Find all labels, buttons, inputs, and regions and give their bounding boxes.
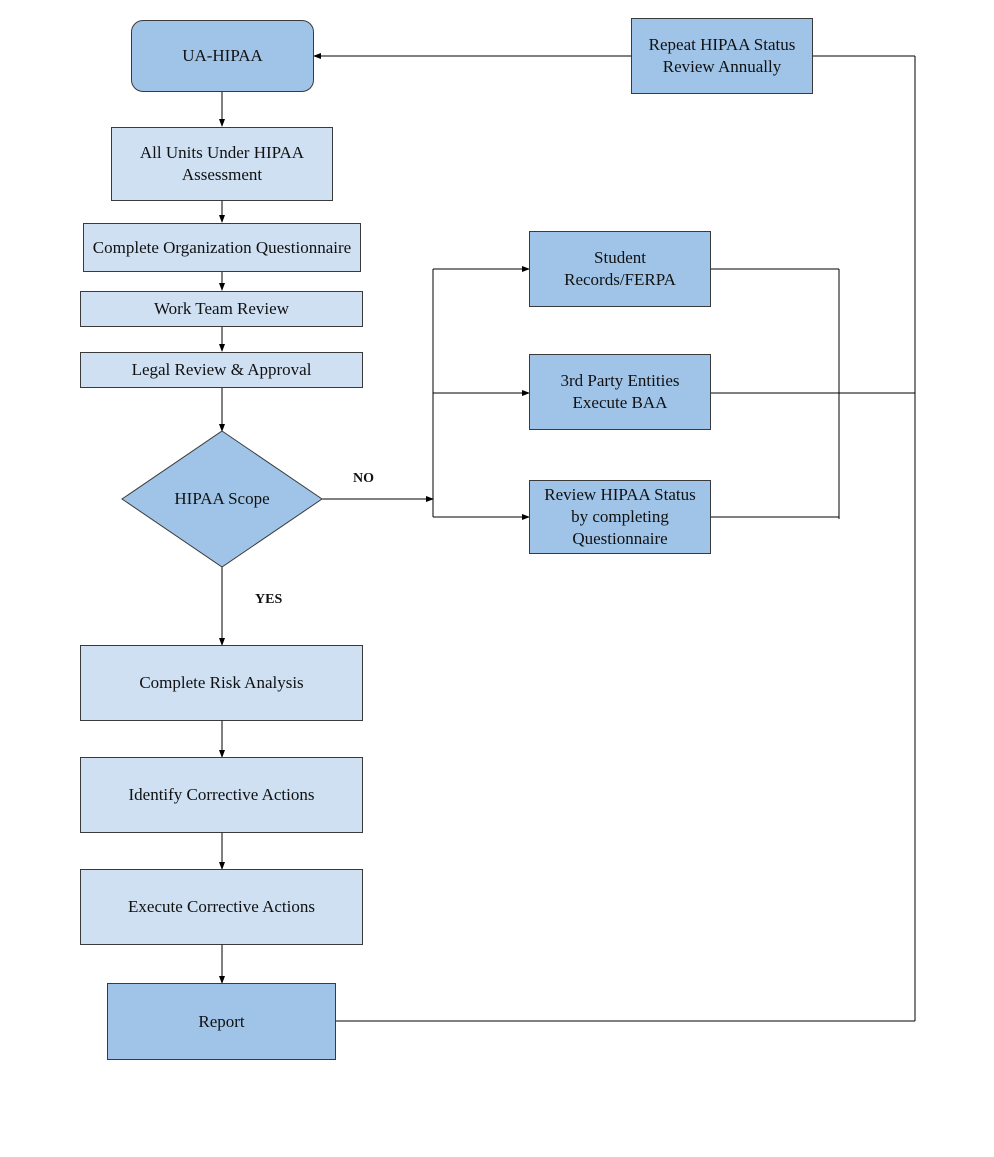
- node-risk-analysis: Complete Risk Analysis: [80, 645, 363, 721]
- node-review-status: Review HIPAA Status by completing Questi…: [529, 480, 711, 554]
- node-ua-hipaa: UA-HIPAA: [131, 20, 314, 92]
- node-third-party: 3rd Party Entities Execute BAA: [529, 354, 711, 430]
- node-legal: Legal Review & Approval: [80, 352, 363, 388]
- node-repeat-annually: Repeat HIPAA Status Review Annually: [631, 18, 813, 94]
- edge-label-no: NO: [353, 471, 374, 486]
- edge-label-yes: YES: [255, 592, 283, 607]
- node-execute-actions: Execute Corrective Actions: [80, 869, 363, 945]
- node-all-units: All Units Under HIPAA Assessment: [111, 127, 333, 201]
- node-student-records: Student Records/FERPA: [529, 231, 711, 307]
- node-work-team: Work Team Review: [80, 291, 363, 327]
- node-questionnaire: Complete Organization Questionnaire: [83, 223, 361, 272]
- decision-diamond: [121, 430, 323, 568]
- node-report: Report: [107, 983, 336, 1060]
- node-identify-actions: Identify Corrective Actions: [80, 757, 363, 833]
- decision-label: HIPAA Scope: [174, 489, 270, 508]
